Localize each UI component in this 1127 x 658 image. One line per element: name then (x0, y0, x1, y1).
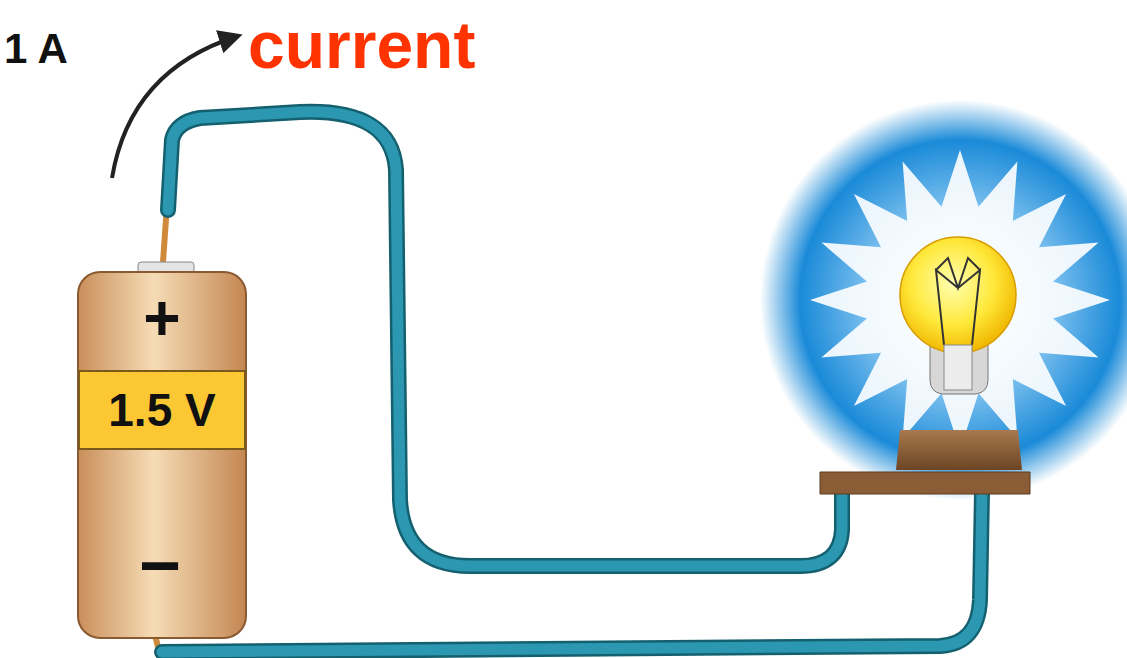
bulb-neck (930, 345, 988, 394)
bulb-holder (896, 430, 1022, 470)
current-label: current (248, 12, 475, 78)
light-burst (810, 150, 1110, 450)
light-glow (760, 100, 1127, 500)
voltage-label-box: 1.5 V (78, 370, 246, 450)
bulb-stem (944, 345, 972, 390)
wire (168, 112, 842, 566)
current-arrow (112, 36, 238, 178)
current-value: 1 A (4, 28, 68, 70)
battery-body (78, 272, 246, 638)
negative-sign: − (139, 529, 181, 601)
bulb-glass (900, 237, 1016, 353)
wire-outline (168, 112, 842, 566)
bulb-filament (936, 258, 980, 345)
wire (162, 492, 982, 652)
bulb-base (820, 472, 1030, 494)
wire-outline (162, 492, 982, 652)
voltage-value: 1.5 V (108, 383, 215, 437)
positive-sign: + (143, 286, 180, 350)
